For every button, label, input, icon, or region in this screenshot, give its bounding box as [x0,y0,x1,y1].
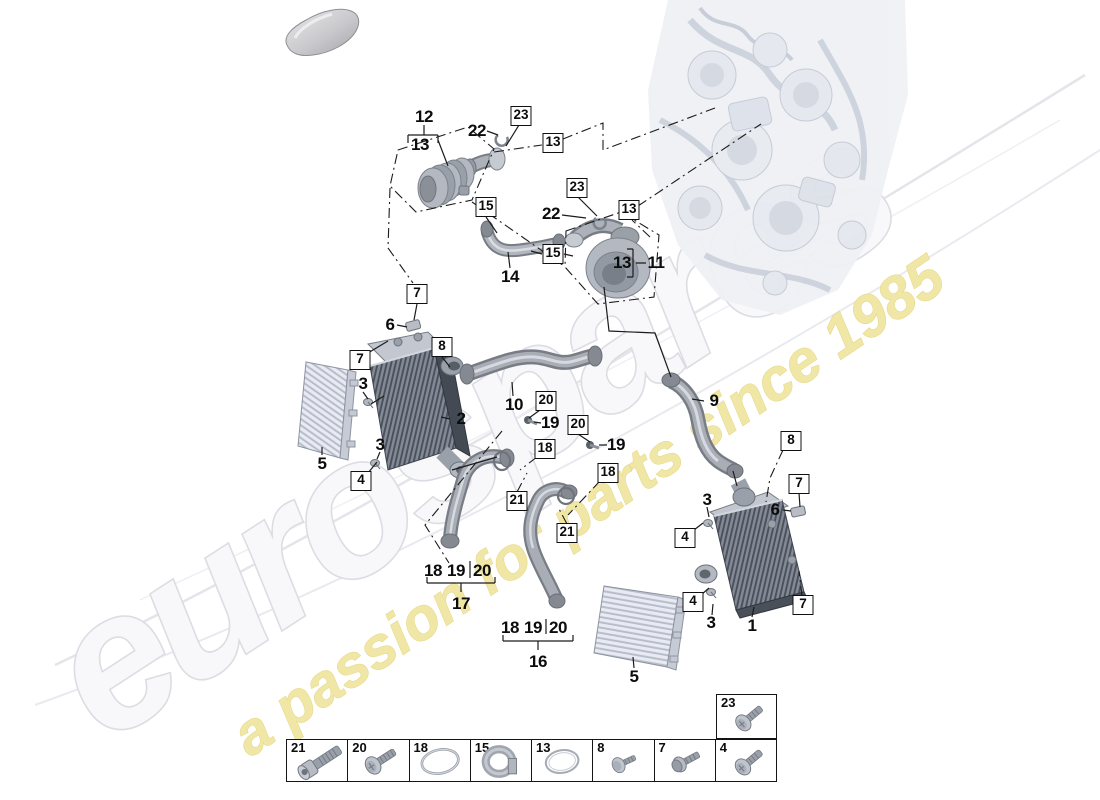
part-callout-3: 3 [358,374,368,393]
throttle-body-assembly [564,218,651,299]
part-ref-box-8: 8 [431,337,453,357]
small-screw-icon [593,740,653,781]
o-ring-icon [410,740,470,781]
part-ref-box-18: 18 [597,463,619,483]
part-callout-13: 13 [411,135,429,154]
legend-cell-15: 15 [469,740,531,781]
part-callout-22: 22 [542,204,560,223]
part-ref-box-20: 20 [535,391,557,411]
part-callout-14: 14 [501,267,519,286]
part-ref-box-15: 15 [542,244,564,264]
part-callout-19: 19 [607,435,625,454]
part-ref-box-13: 13 [618,200,640,220]
legend-number: 7 [658,740,666,755]
part-callout-16: 16 [529,652,547,671]
part-callout-5: 5 [317,454,327,473]
leader-lines [321,124,801,669]
part-callout-3: 3 [375,435,385,454]
engine-illustration [648,0,908,315]
hex-bolt-icon [655,740,715,781]
tilt-screw-icon [716,740,776,781]
part-callout-20: 20 [473,561,491,580]
part-callout-18: 18 [424,561,442,580]
part-callout-12: 12 [415,107,433,126]
part-callout-2: 2 [456,409,466,428]
pan-screw-icon [348,740,408,781]
screw-3-parts [363,398,717,599]
part-ref-box-8: 8 [780,431,802,451]
hose-clamp-icon [471,740,531,781]
legend-number: 18 [413,740,428,755]
hose-17 [440,448,515,549]
legend-number: 23 [721,695,736,710]
legend-number: 4 [719,740,727,755]
part-ref-box-4: 4 [674,528,696,548]
legend-cell-4: 4 [714,740,776,781]
socket-bolt-icon [287,740,347,781]
legend-number: 13 [536,740,551,755]
part-callout-3: 3 [706,613,716,632]
hose-16 [523,482,578,609]
dash-dot-lines [387,107,803,597]
part-callout-6: 6 [770,500,780,519]
part-ref-box-7: 7 [788,474,810,494]
part-callout-10: 10 [505,395,523,414]
part-callout-19: 19 [541,413,559,432]
part-ref-box-20: 20 [567,415,589,435]
part-callout-20: 20 [549,618,567,637]
part-callout-19: 19 [524,618,542,637]
part-ref-box-7: 7 [349,350,371,370]
radiator-left [297,361,359,461]
part-ref-box-7: 7 [792,595,814,615]
legend-cell-20: 20 [347,740,408,781]
part-callout-11: 11 [647,253,665,272]
intercooler-right [694,478,809,619]
fastener-legend-strip: 21 20 18 15 13 8 7 4 [286,739,777,782]
part-callout-13: 13 [613,253,631,272]
part-ref-box-4: 4 [682,592,704,612]
legend-cell-7: 7 [653,740,715,781]
part-ref-box-21: 21 [556,523,578,543]
part-callout-6: 6 [385,315,395,334]
hose-10 [459,345,603,385]
part-callout-19: 19 [447,561,465,580]
part-callout-9: 9 [709,391,719,410]
bracket-6-right [790,505,807,518]
legend-cell-18: 18 [408,740,470,781]
legend-number: 21 [291,740,306,755]
part-callout-22: 22 [468,121,486,140]
part-callout-1: 1 [747,616,757,635]
legend-number: 8 [597,740,605,755]
part-callout-5: 5 [629,667,639,686]
part-ref-box-7: 7 [406,284,428,304]
part-callout-18: 18 [501,618,519,637]
intercooler-left [366,331,471,479]
part-ref-box-18: 18 [534,439,556,459]
turbo-pipe-assembly [417,147,506,209]
car-silhouette [285,8,360,56]
legend-cell-23: 23 [716,694,777,739]
legend-cell-21: 21 [287,740,347,781]
part-callout-3: 3 [702,490,712,509]
radiator-right [593,585,687,671]
part-callout-17: 17 [452,594,470,613]
legend-number: 20 [352,740,367,755]
watermark-swoosh [34,73,1100,706]
part-ref-box-13: 13 [542,133,564,153]
part-ref-box-15: 15 [475,197,497,217]
legend-cell-8: 8 [592,740,653,781]
legend-cell-13: 13 [531,740,592,781]
hose-9 [661,372,744,479]
part-ref-box-4: 4 [350,471,372,491]
clamp-22-parts [494,134,607,230]
seal-ring-icon [532,740,592,781]
tilt-screw-icon [717,695,776,738]
part-ref-box-21: 21 [506,491,528,511]
part-ref-box-23: 23 [566,178,588,198]
part-ref-box-23: 23 [510,106,532,126]
